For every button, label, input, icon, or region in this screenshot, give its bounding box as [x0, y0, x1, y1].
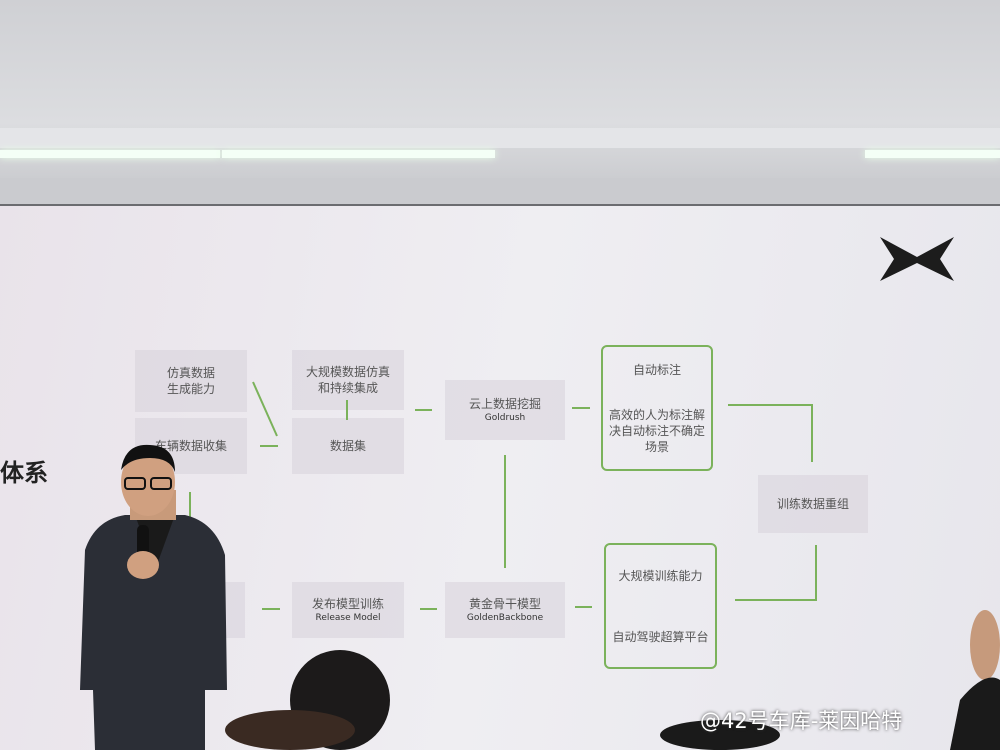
ceiling [0, 0, 1000, 205]
ceiling-light [0, 150, 220, 158]
ceiling-light [222, 150, 495, 158]
node-golden-model: 黄金骨干模型 GoldenBackbone [445, 582, 565, 638]
node-label: 自动驾驶超算平台 [612, 629, 709, 644]
node-label: 黄金骨干模型 [468, 597, 541, 611]
node-label: 训练数据重组 [776, 497, 849, 511]
node-label: 自动标注 [632, 362, 681, 377]
node-labeling: 自动标注 高效的人为标注解决自动标注不确定场景 [601, 345, 713, 471]
node-label-en: Goldrush [484, 413, 526, 423]
node-label-en: GoldenBackbone [466, 613, 544, 623]
node-label: 仿真数据生成能力 [166, 366, 215, 396]
watermark: @42号车库-莱因哈特 [700, 709, 903, 733]
node-training: 大规模训练能力 自动驾驶超算平台 [604, 543, 717, 669]
node-label: 发布模型训练 [311, 597, 384, 611]
arrow [728, 404, 813, 462]
node-label: 大规模训练能力 [618, 568, 703, 583]
node-label: 车辆数据收集 [154, 439, 227, 453]
arrow [252, 381, 278, 437]
node-label-en: Release Model [315, 613, 381, 623]
arrow [735, 545, 817, 601]
node-dataset: 数据集 [292, 418, 404, 474]
node-label: 大规模数据仿真和持续集成 [305, 365, 390, 395]
slide-title-fragment: 体系 [0, 459, 48, 487]
screen-frame [0, 178, 1000, 206]
node-label: 数据集 [329, 439, 366, 453]
node-label: 高效的人为标注解决自动标注不确定场景 [608, 407, 705, 454]
ceiling-beam [0, 128, 1000, 148]
ceiling-light [865, 150, 1000, 158]
node-cloud-mining: 云上数据挖掘 Goldrush [445, 380, 565, 440]
speaker [80, 444, 227, 750]
node-release-model: 发布模型训练 Release Model [292, 582, 404, 638]
xpeng-logo-icon [880, 237, 954, 281]
node-sim-data: 仿真数据生成能力 [135, 350, 247, 412]
node-label: 云上数据挖掘 [468, 397, 541, 411]
node-data-regroup: 训练数据重组 [758, 475, 868, 533]
